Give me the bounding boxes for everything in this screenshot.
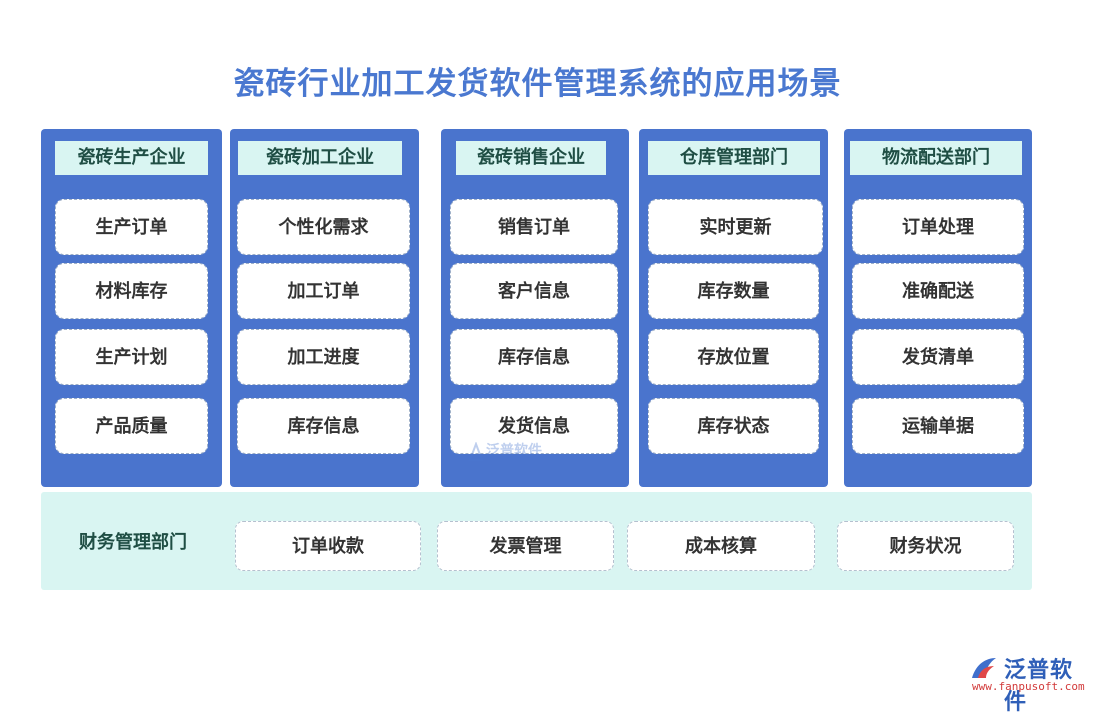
list-item: 产品质量 [55, 398, 208, 454]
list-item: 库存信息 [237, 398, 410, 454]
list-item: 存放位置 [648, 329, 819, 385]
column-sales: 瓷砖销售企业 销售订单 客户信息 库存信息 发货信息 [441, 129, 629, 487]
list-item: 加工订单 [237, 263, 410, 319]
finance-label: 财务管理部门 [79, 532, 187, 553]
column-header: 仓库管理部门 [648, 141, 820, 175]
list-item: 订单处理 [852, 199, 1024, 255]
list-item: 运输单据 [852, 398, 1024, 454]
brand-logo: 泛普软件 www.fanpusoft.com [968, 652, 1093, 715]
column-production: 瓷砖生产企业 生产订单 材料库存 生产计划 产品质量 [41, 129, 222, 487]
list-item: 库存信息 [450, 329, 618, 385]
list-item: 客户信息 [450, 263, 618, 319]
list-item: 库存数量 [648, 263, 819, 319]
list-item: 材料库存 [55, 263, 208, 319]
finance-item: 财务状况 [837, 521, 1014, 571]
list-item: 准确配送 [852, 263, 1024, 319]
column-warehouse: 仓库管理部门 实时更新 库存数量 存放位置 库存状态 [639, 129, 828, 487]
column-header: 物流配送部门 [850, 141, 1022, 175]
finance-item: 发票管理 [437, 521, 614, 571]
list-item: 生产计划 [55, 329, 208, 385]
watermark: 泛普软件 [468, 440, 548, 474]
finance-item: 成本核算 [627, 521, 815, 571]
column-header: 瓷砖销售企业 [456, 141, 606, 175]
finance-panel: 财务管理部门 订单收款 发票管理 成本核算 财务状况 [41, 492, 1032, 590]
brand-logo-icon [972, 658, 996, 678]
list-item: 库存状态 [648, 398, 819, 454]
column-processing: 瓷砖加工企业 个性化需求 加工订单 加工进度 库存信息 [230, 129, 419, 487]
page-title: 瓷砖行业加工发货软件管理系统的应用场景 [233, 66, 842, 102]
list-item: 销售订单 [450, 199, 618, 255]
column-header: 瓷砖加工企业 [238, 141, 402, 175]
list-item: 个性化需求 [237, 199, 410, 255]
list-item: 生产订单 [55, 199, 208, 255]
list-item: 发货信息 [450, 398, 618, 454]
finance-item: 订单收款 [235, 521, 421, 571]
column-logistics: 物流配送部门 订单处理 准确配送 发货清单 运输单据 [844, 129, 1032, 487]
watermark-text: 泛普软件 [486, 443, 542, 459]
list-item: 加工进度 [237, 329, 410, 385]
column-header: 瓷砖生产企业 [55, 141, 208, 175]
watermark-logo-icon [468, 442, 484, 461]
brand-url: www.fanpusoft.com [972, 680, 1085, 693]
list-item: 发货清单 [852, 329, 1024, 385]
list-item: 实时更新 [648, 199, 823, 255]
